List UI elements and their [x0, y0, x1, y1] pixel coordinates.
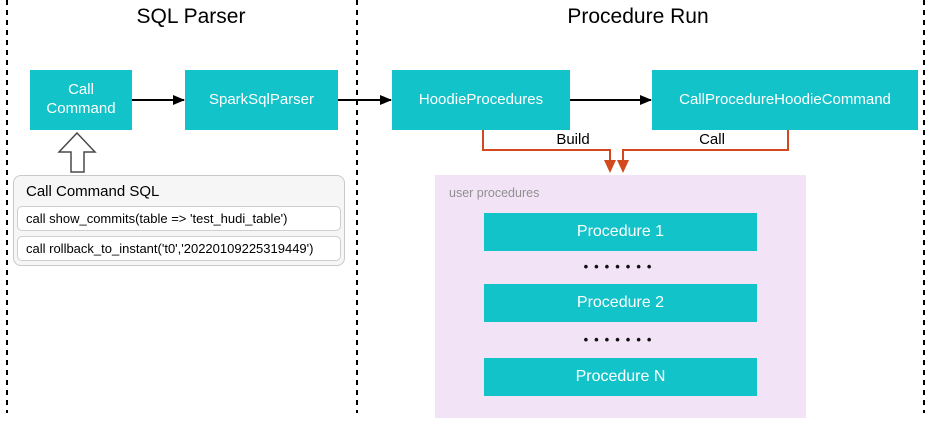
node-spark-sql-parser: SparkSqlParser	[185, 70, 338, 130]
node-call-procedure-hoodie-command-label: CallProcedureHoodieCommand	[679, 90, 891, 108]
sql-table-header: Call Command SQL	[26, 183, 160, 200]
node-call-procedure-hoodie-command: CallProcedureHoodieCommand	[652, 70, 918, 130]
section-title-sql-parser: SQL Parser	[136, 5, 246, 28]
node-procedure-2: Procedure 2	[484, 284, 757, 322]
node-procedure-n: Procedure N	[484, 358, 757, 396]
section-border-left	[6, 0, 8, 413]
sql-row-rollback-to-instant: call rollback_to_instant('t0','202201092…	[17, 236, 341, 261]
user-procedures-label: user procedures	[449, 186, 540, 200]
node-procedure-1-label: Procedure 1	[576, 223, 665, 240]
procedure-ellipsis-1: •••••••	[583, 259, 658, 274]
node-procedure-2-label: Procedure 2	[576, 294, 665, 311]
block-arrow-sql-to-callcommand	[57, 131, 97, 173]
node-hoodie-procedures: HoodieProcedures	[392, 70, 570, 130]
node-call-command-label: Call Command	[46, 81, 116, 117]
call-command-sql-table: Call Command SQL call show_commits(table…	[13, 175, 345, 266]
node-spark-sql-parser-label: SparkSqlParser	[208, 90, 315, 108]
node-call-command: Call Command	[30, 70, 132, 130]
edge-label-build: Build	[556, 131, 590, 148]
section-title-procedure-run: Procedure Run	[567, 5, 709, 28]
edge-build	[482, 130, 616, 173]
node-procedure-1: Procedure 1	[484, 213, 757, 251]
section-border-middle	[356, 0, 358, 413]
procedure-ellipsis-2: •••••••	[583, 332, 658, 347]
node-hoodie-procedures-label: HoodieProcedures	[418, 90, 544, 108]
edge-label-call: Call	[699, 131, 725, 148]
sql-row-show-commits: call show_commits(table => 'test_hudi_ta…	[17, 206, 341, 231]
node-procedure-n-label: Procedure N	[575, 368, 666, 385]
section-border-right	[923, 0, 925, 413]
user-procedures-panel: user procedures Procedure 1 ••••••• Proc…	[435, 175, 806, 418]
